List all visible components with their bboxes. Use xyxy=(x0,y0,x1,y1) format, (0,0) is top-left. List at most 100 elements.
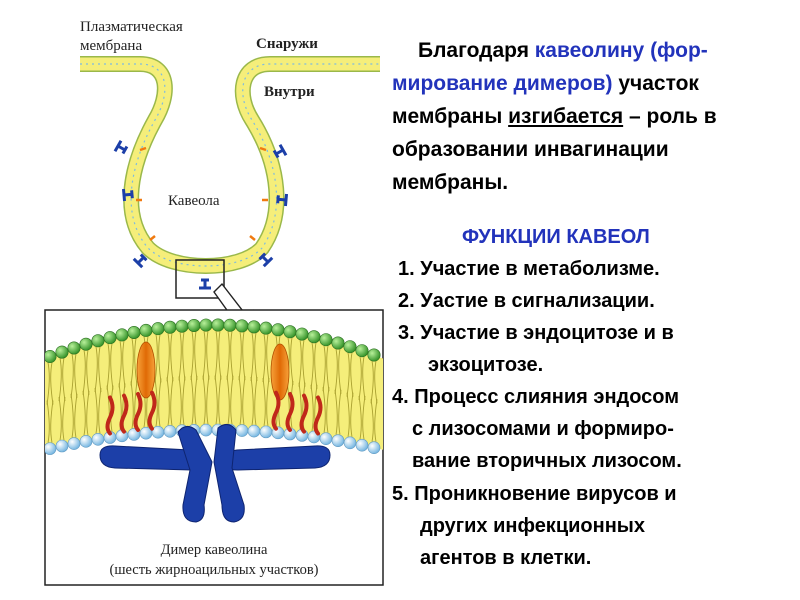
lipid-tail-upper xyxy=(178,332,186,381)
lipid-head-inner xyxy=(331,434,345,447)
lipid-tail-upper xyxy=(94,346,102,393)
lipid-tail-lower xyxy=(190,375,198,425)
intro-paragraph: Благодаря кавеолину (фор-мирование димер… xyxy=(392,34,782,199)
lipid-tail-lower xyxy=(58,396,66,441)
lipid-tail-lower xyxy=(154,378,162,427)
intro-bends: изгибается xyxy=(508,105,624,128)
lipid-head-outer xyxy=(223,318,237,332)
zoom-box-small xyxy=(175,259,225,299)
caveola-membrane xyxy=(80,56,380,274)
caveolin-monomer-left xyxy=(177,426,213,523)
lipid-tail-upper xyxy=(190,331,198,380)
function-num: 1. xyxy=(398,258,415,280)
function-item-2: 2. Уастие в сигнализации. xyxy=(398,286,655,317)
lipid-head-inner xyxy=(67,437,81,450)
lipid-tail-lower xyxy=(346,392,354,437)
lipid-tail-upper xyxy=(46,362,54,405)
lipid-tail-upper xyxy=(118,340,126,388)
inside-label: Внутри xyxy=(264,84,315,100)
lipid-head-outer xyxy=(91,334,105,348)
lipid-tail-lower xyxy=(70,393,78,438)
lipid-head-inner xyxy=(199,423,213,437)
function-item-5-cont2: агентов в клетки. xyxy=(420,543,591,574)
caveolin-arm-right xyxy=(221,445,331,471)
lipid-head-outer xyxy=(247,320,261,334)
lipid-tail-lower xyxy=(46,400,54,443)
lipid-head-inner xyxy=(319,432,333,445)
caveolin-monomer-right xyxy=(213,424,245,523)
lipid-head-outer xyxy=(283,325,297,339)
lipid-head-outer xyxy=(67,341,81,355)
lipid-head-outer xyxy=(45,350,57,364)
lipid-head-outer xyxy=(331,336,345,350)
lipid-tail-upper xyxy=(358,356,366,400)
lipid-tail-lower xyxy=(370,399,378,442)
lipid-head-outer xyxy=(259,321,273,335)
fatty-acyl-anchor xyxy=(271,390,281,431)
lipid-tail-upper xyxy=(82,350,90,395)
lipid-tail-lower xyxy=(250,376,258,426)
lipid-head-inner xyxy=(235,424,249,437)
lipid-head-outer xyxy=(79,337,93,351)
bilayer-zoom-view xyxy=(44,309,384,586)
lipid-head-outer xyxy=(367,348,381,362)
orange-protein xyxy=(270,343,290,401)
outside-label: Снаружи xyxy=(256,36,318,52)
lipid-head-outer xyxy=(319,333,333,347)
lipid-head-inner xyxy=(45,442,57,455)
lipid-tail-upper xyxy=(202,330,210,380)
intro-text-1: Благодаря xyxy=(418,39,535,62)
intro-text-3: участок мембраны xyxy=(392,72,699,128)
lipid-head-outer xyxy=(139,323,153,337)
fatty-acyl-anchor xyxy=(119,393,129,434)
lipid-tail-upper xyxy=(262,334,270,383)
lipid-head-outer xyxy=(175,319,189,333)
function-item-5-cont1: других инфекционных xyxy=(420,511,645,542)
lipid-tail-upper xyxy=(322,345,330,392)
fatty-acyl-anchor xyxy=(133,391,143,432)
lipid-tail-lower xyxy=(322,387,330,433)
functions-title: ФУНКЦИИ КАВЕОЛ xyxy=(462,226,650,248)
dimer-label-line2: (шесть жирноацильных участков) xyxy=(109,562,318,578)
lipid-tail-lower xyxy=(334,389,342,435)
function-item-4-cont2: вание вторичных лизосом. xyxy=(412,446,682,477)
function-item-3: 3. Участие в эндоцитозе и в xyxy=(398,318,674,349)
lipid-tail-lower xyxy=(262,377,270,426)
fatty-acyl-anchor xyxy=(285,391,295,432)
lipid-tail-lower xyxy=(82,390,90,436)
function-num: 4. xyxy=(392,386,409,408)
caveola-diagram: Плазматическая мембрана Снаружи Внутри К… xyxy=(44,19,384,586)
function-item-5: 5. Проникновение вирусов и xyxy=(392,479,677,510)
lipid-head-inner xyxy=(55,439,69,453)
fatty-acyl-anchor xyxy=(299,393,309,434)
lipid-head-outer xyxy=(55,345,69,359)
lipid-head-inner xyxy=(79,435,93,448)
lipid-tail-upper xyxy=(70,353,78,398)
lipid-tail-upper xyxy=(130,338,138,386)
dimer-label-line1: Димер кавеолина xyxy=(161,542,268,558)
lipid-head-outer xyxy=(115,328,129,342)
lipid-tail-upper xyxy=(250,332,258,382)
function-line: вание вторичных лизосом. xyxy=(412,450,682,472)
lipid-tail-lower xyxy=(238,376,246,425)
function-item-4-cont1: с лизосомами и формиро- xyxy=(412,414,674,445)
lipid-tail-lower xyxy=(202,375,210,425)
lipid-tail-upper xyxy=(214,330,222,380)
lipid-head-inner xyxy=(367,441,381,455)
intro-text-4: – роль в образовании инвагинации мембран… xyxy=(392,105,717,194)
lipid-tail-upper xyxy=(226,331,234,380)
lipid-tail-upper xyxy=(166,333,174,382)
lipid-tail-upper xyxy=(58,358,66,402)
lipid-head-outer xyxy=(235,319,249,333)
lipid-head-outer xyxy=(355,344,369,358)
lipid-head-inner xyxy=(355,438,369,452)
lipid-head-inner xyxy=(91,433,105,446)
lipid-tail-upper xyxy=(334,348,342,394)
lipid-tail-lower xyxy=(358,395,366,440)
function-line: агентов в клетки. xyxy=(420,547,592,569)
function-item-1: 1. Участие в метаболизме. xyxy=(398,254,660,285)
function-item-4: 4. Процесс слияния эндосом xyxy=(392,382,679,413)
lipid-tail-upper xyxy=(370,360,378,404)
caveola-orange-marks xyxy=(136,146,268,241)
lipid-tail-upper xyxy=(346,352,354,397)
